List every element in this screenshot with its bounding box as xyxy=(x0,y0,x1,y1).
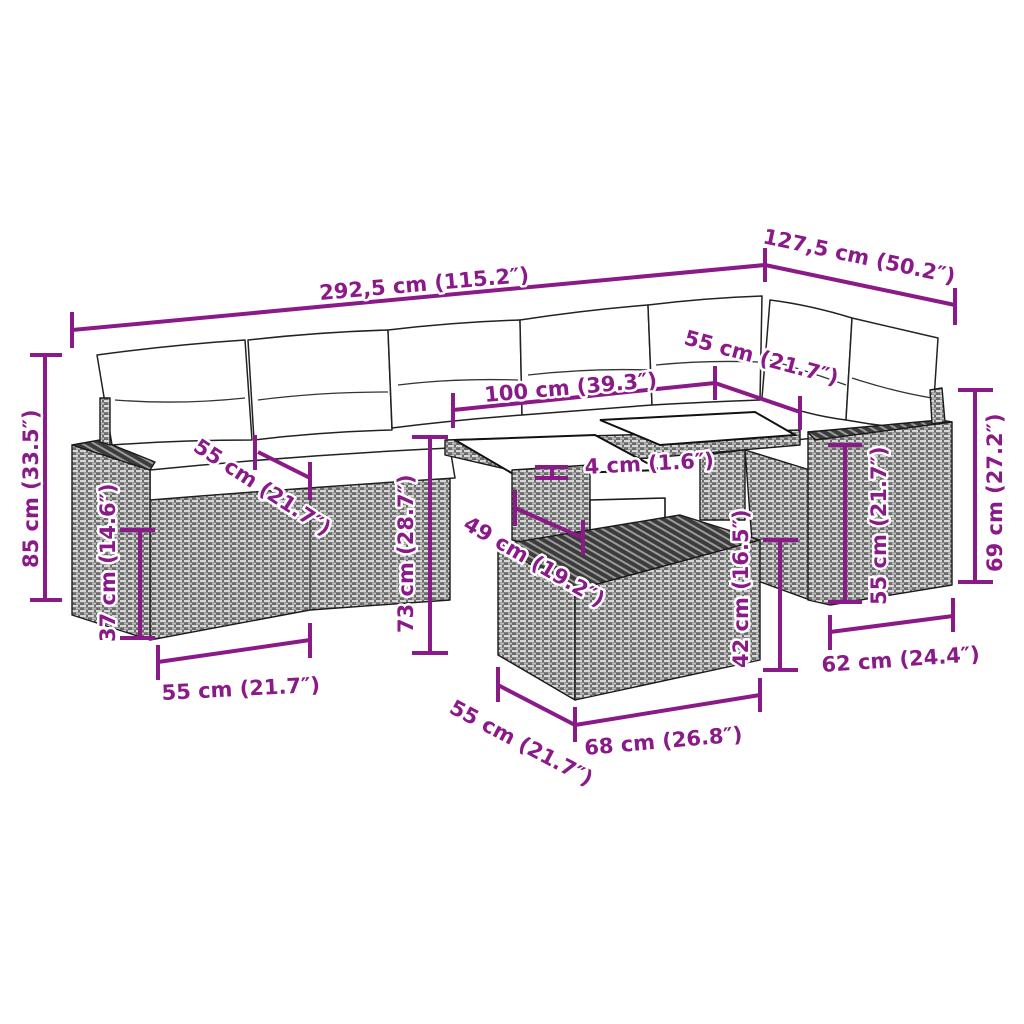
table-glass-left xyxy=(451,433,664,477)
footstool-top xyxy=(497,514,761,591)
label-table-height: 73 cm (28.7″) xyxy=(394,474,418,633)
dimension-lines xyxy=(30,248,993,742)
back-cushion-1 xyxy=(96,339,253,446)
footstool xyxy=(497,514,761,701)
label-corner-length: 127,5 cm (50.2″) xyxy=(761,224,957,288)
back-cushion-7 xyxy=(845,317,939,431)
label-footstool-height: 42 cm (16.5″) xyxy=(729,509,753,668)
back-cushion-2 xyxy=(247,329,393,441)
label-module-width: 55 cm (21.7″) xyxy=(161,673,321,705)
label-armrest-height: 37 cm (14.6″) xyxy=(96,483,120,642)
label-backrest-height: 69 cm (27.2″) xyxy=(983,413,1007,572)
label-side-module-width: 62 cm (24.4″) xyxy=(821,642,981,677)
table-leg-right xyxy=(699,449,746,521)
label-total-height: 85 cm (33.5″) xyxy=(19,409,43,568)
label-footstool-width: 68 cm (26.8″) xyxy=(583,722,743,760)
table-glass-right xyxy=(599,410,799,447)
label-side-module-height: 55 cm (21.7″) xyxy=(867,446,891,605)
back-cushions xyxy=(96,295,939,446)
